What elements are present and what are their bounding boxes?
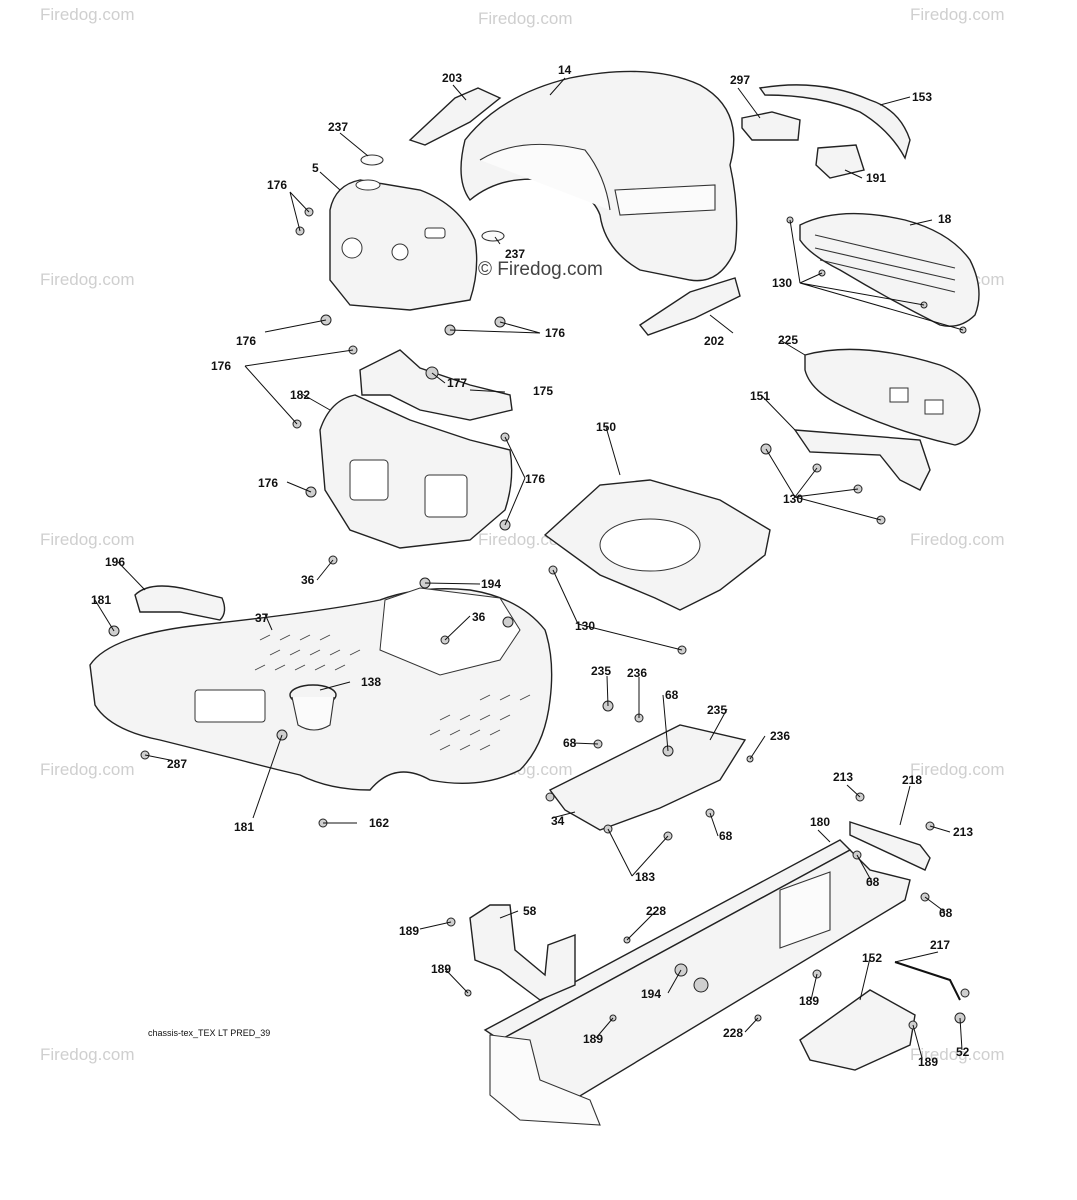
part-callout: 237 [505, 247, 525, 261]
part-callout: 176 [545, 326, 565, 340]
part-callout: 152 [862, 951, 882, 965]
watermark: Firedog.com [40, 1045, 134, 1064]
part-callout: 5 [312, 161, 319, 175]
part-callout: 203 [442, 71, 462, 85]
part-callout: 181 [234, 820, 254, 834]
part-callout: 213 [953, 825, 973, 839]
part-callout: 217 [930, 938, 950, 952]
part-callout: 182 [290, 388, 310, 402]
part-callout: 228 [723, 1026, 743, 1040]
part-callout: 236 [627, 666, 647, 680]
watermark: Firedog.com [40, 760, 134, 779]
part-callout: 18 [938, 212, 952, 226]
diagram-caption: chassis-tex_TEX LT PRED_39 [148, 1028, 270, 1038]
console-part [319, 394, 513, 549]
part-callout: 130 [783, 492, 803, 506]
part-callout: 68 [665, 688, 679, 702]
part-callout: 176 [525, 472, 545, 486]
part-callout: 218 [902, 773, 922, 787]
part-callout: 176 [236, 334, 256, 348]
watermark: Firedog.com [910, 5, 1004, 24]
part-callout: 183 [635, 870, 655, 884]
watermark-layer: Firedog.com Firedog.com Firedog.com Fire… [40, 5, 1004, 1064]
part-callout: 68 [719, 829, 733, 843]
part-callout: 175 [533, 384, 553, 398]
part-callout: 287 [167, 757, 187, 771]
callouts-layer: 14 203 297 153 237 5 176 191 18 237 130 … [91, 63, 973, 1069]
part-callout: 194 [641, 987, 661, 1001]
part-callout: 68 [866, 875, 880, 889]
part-callout: 225 [778, 333, 798, 347]
part-callout: 196 [105, 555, 125, 569]
part-callout: 181 [91, 593, 111, 607]
part-callout: 130 [772, 276, 792, 290]
part-callout: 58 [523, 904, 537, 918]
part-callout: 52 [956, 1045, 970, 1059]
watermark: Firedog.com [910, 530, 1004, 549]
watermark: Firedog.com [40, 530, 134, 549]
watermark: Firedog.com [910, 1045, 1004, 1064]
part-callout: 150 [596, 420, 616, 434]
part-callout: 176 [258, 476, 278, 490]
watermark: Firedog.com [40, 5, 134, 24]
part-callout: 189 [799, 994, 819, 1008]
part-callout: 177 [447, 376, 467, 390]
part-callout: 138 [361, 675, 381, 689]
part-callout: 180 [810, 815, 830, 829]
watermark: Firedog.com [478, 9, 572, 28]
part-callout: 68 [939, 906, 953, 920]
part-callout: 189 [583, 1032, 603, 1046]
part-callout: 176 [211, 359, 231, 373]
part-callout: 68 [563, 736, 577, 750]
part-callout: 189 [399, 924, 419, 938]
part-callout: 237 [328, 120, 348, 134]
leader-lines [94, 77, 964, 1059]
part-callout: 37 [255, 611, 269, 625]
vent-part [408, 87, 502, 146]
part-callout: 151 [750, 389, 770, 403]
part-callout: 236 [770, 729, 790, 743]
part-callout: 130 [575, 619, 595, 633]
part-callout: 14 [558, 63, 572, 77]
part-callout: 189 [431, 962, 451, 976]
watermark-center: © Firedog.com [478, 259, 603, 280]
part-callout: 176 [267, 178, 287, 192]
part-callout: 153 [912, 90, 932, 104]
part-callout: 162 [369, 816, 389, 830]
part-callout: 189 [918, 1055, 938, 1069]
part-callout: 235 [707, 703, 727, 717]
part-callout: 235 [591, 664, 611, 678]
part-callout: 228 [646, 904, 666, 918]
part-callout: 36 [472, 610, 486, 624]
watermark: Firedog.com [910, 760, 1004, 779]
parts-layer [89, 70, 981, 1126]
part-callout: 194 [481, 577, 501, 591]
part-callout: 202 [704, 334, 724, 348]
part-callout: 297 [730, 73, 750, 87]
grille-part [799, 212, 980, 327]
part-callout: 213 [833, 770, 853, 784]
watermark: Firedog.com [40, 270, 134, 289]
part-callout: 191 [866, 171, 886, 185]
part-callout: 34 [551, 814, 565, 828]
part-callout: 36 [301, 573, 315, 587]
